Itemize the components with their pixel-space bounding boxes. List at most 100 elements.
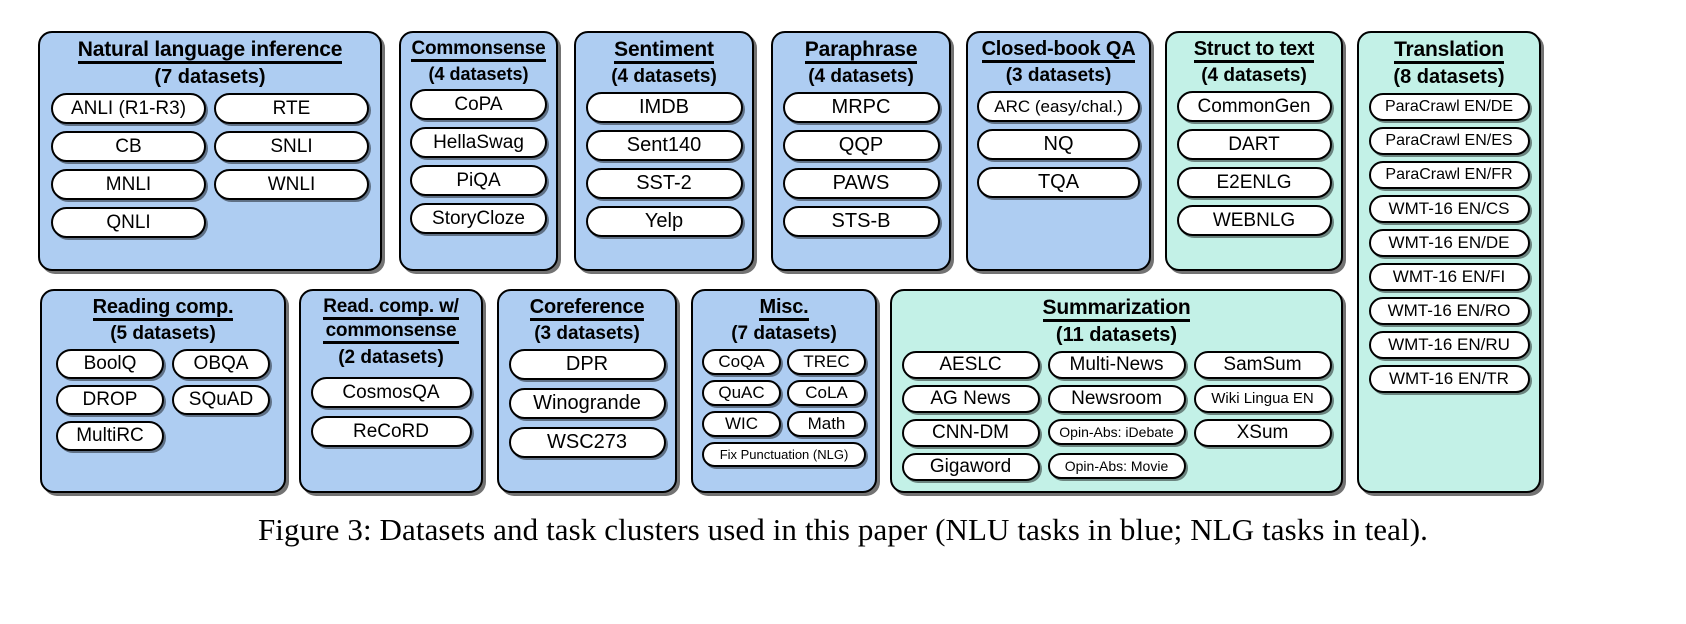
dataset-pill[interactable]: WMT-16 EN/RU — [1368, 330, 1530, 359]
dataset-pill[interactable]: WMT-16 EN/RO — [1368, 296, 1530, 325]
dataset-pill[interactable]: ParaCrawl EN/DE — [1368, 92, 1530, 121]
dataset-pill[interactable]: Sent140 — [585, 129, 743, 161]
dataset-pill[interactable]: E2ENLG — [1176, 166, 1332, 198]
dataset-pill[interactable]: WIC — [702, 410, 781, 437]
cluster-reading-comp: Reading comp. (5 datasets) BoolQ OBQA DR… — [40, 289, 286, 493]
dataset-pill[interactable]: Fix Punctuation (NLG) — [702, 441, 866, 467]
dataset-pill[interactable]: Multi-News — [1047, 350, 1186, 379]
cluster-subtitle: (2 datasets) — [338, 346, 444, 368]
dataset-pill[interactable]: ParaCrawl EN/FR — [1368, 160, 1530, 189]
cluster-title: Closed-book QA — [981, 39, 1136, 64]
dataset-pill[interactable]: QQP — [782, 129, 940, 161]
dataset-pill[interactable]: WSC273 — [508, 426, 666, 458]
dataset-pill[interactable]: WNLI — [214, 168, 369, 200]
dataset-pill[interactable]: WEBNLG — [1176, 204, 1332, 236]
figure-caption: Figure 3: Datasets and task clusters use… — [257, 512, 1429, 547]
dataset-pill[interactable]: STS-B — [782, 205, 940, 237]
dataset-pill-list: AESLC Multi-News SamSum AG News Newsroom… — [901, 350, 1332, 481]
dataset-pill[interactable]: DROP — [56, 384, 164, 415]
dataset-pill[interactable]: CosmosQA — [310, 377, 472, 409]
cluster-subtitle: (4 datasets) — [1201, 64, 1307, 86]
cluster-title: Reading comp. — [92, 297, 234, 322]
cluster-subtitle: (4 datasets) — [808, 65, 914, 87]
dataset-pill[interactable]: ANLI (R1-R3) — [51, 92, 206, 124]
dataset-pill[interactable]: CommonGen — [1176, 90, 1332, 122]
cluster-title: Read. comp. w/ commonsense — [323, 297, 459, 345]
dataset-pill[interactable]: CB — [51, 130, 206, 162]
dataset-pill[interactable]: XSum — [1193, 418, 1332, 447]
cluster-subtitle: (4 datasets) — [611, 65, 717, 87]
dataset-pill[interactable]: SNLI — [214, 130, 369, 162]
dataset-pill[interactable]: CNN-DM — [901, 418, 1040, 447]
dataset-pill[interactable]: AG News — [901, 384, 1040, 413]
cluster-title: Coreference — [529, 297, 644, 322]
cluster-subtitle: (5 datasets) — [110, 322, 216, 344]
dataset-pill-list: MRPC QQP PAWS STS-B — [782, 91, 940, 237]
dataset-pill[interactable]: Gigaword — [901, 452, 1040, 481]
dataset-pill[interactable]: DPR — [508, 348, 666, 380]
dataset-pill[interactable]: QuAC — [702, 379, 781, 406]
dataset-pill[interactable]: WMT-16 EN/CS — [1368, 194, 1530, 223]
dataset-pill-list: CoPA HellaSwag PiQA StoryCloze — [410, 88, 547, 234]
cluster-title: Translation — [1394, 39, 1504, 65]
cluster-sentiment: Sentiment (4 datasets) IMDB Sent140 SST-… — [574, 31, 754, 271]
cluster-title: Struct to text — [1193, 39, 1314, 64]
dataset-pill-list: ParaCrawl EN/DE ParaCrawl EN/ES ParaCraw… — [1368, 92, 1530, 393]
dataset-pill[interactable]: Opin-Abs: Movie — [1047, 452, 1186, 479]
dataset-pill[interactable]: HellaSwag — [410, 126, 547, 158]
dataset-pill[interactable]: Newsroom — [1047, 384, 1186, 413]
dataset-pill[interactable]: ReCoRD — [310, 416, 472, 448]
dataset-pill[interactable]: Yelp — [585, 205, 743, 237]
cluster-natural-language-inference: Natural language inference (7 datasets) … — [38, 31, 382, 271]
dataset-pill[interactable]: BoolQ — [56, 348, 164, 379]
dataset-pill[interactable]: Opin-Abs: iDebate — [1047, 418, 1186, 445]
dataset-pill[interactable]: AESLC — [901, 350, 1040, 379]
dataset-pill[interactable]: CoPA — [410, 88, 547, 120]
dataset-pill-list: ARC (easy/chal.) NQ TQA — [977, 90, 1140, 198]
dataset-pill[interactable]: RTE — [214, 92, 369, 124]
cluster-title: Summarization — [1042, 297, 1191, 323]
dataset-pill[interactable]: StoryCloze — [410, 202, 547, 234]
dataset-pill[interactable]: WMT-16 EN/DE — [1368, 228, 1530, 257]
dataset-pill[interactable]: TQA — [977, 166, 1140, 198]
dataset-pill-list: ANLI (R1-R3) RTE CB SNLI MNLI WNLI QNLI — [49, 92, 371, 238]
cluster-closed-book-qa: Closed-book QA (3 datasets) ARC (easy/ch… — [966, 31, 1151, 271]
cluster-subtitle: (7 datasets) — [154, 65, 266, 88]
dataset-pill[interactable]: Wiki Lingua EN — [1193, 384, 1332, 413]
cluster-coreference: Coreference (3 datasets) DPR Winogrande … — [497, 289, 677, 493]
cluster-misc: Misc. (7 datasets) CoQA TREC QuAC CoLA W… — [691, 289, 877, 493]
cluster-summarization: Summarization (11 datasets) AESLC Multi-… — [890, 289, 1343, 493]
dataset-pill[interactable]: QNLI — [51, 206, 206, 238]
dataset-pill-list: CosmosQA ReCoRD — [310, 377, 472, 448]
cluster-title: Commonsense — [411, 39, 546, 63]
cluster-subtitle: (7 datasets) — [731, 322, 837, 344]
dataset-pill[interactable]: PiQA — [410, 164, 547, 196]
dataset-pill[interactable]: IMDB — [585, 91, 743, 123]
dataset-pill[interactable]: Winogrande — [508, 387, 666, 419]
dataset-pill[interactable]: ARC (easy/chal.) — [977, 90, 1140, 122]
dataset-pill[interactable]: MultiRC — [56, 420, 164, 451]
cluster-title: Paraphrase — [804, 39, 917, 65]
dataset-pill[interactable]: WMT-16 EN/TR — [1368, 364, 1530, 393]
dataset-pill[interactable]: WMT-16 EN/FI — [1368, 262, 1530, 291]
dataset-pill[interactable]: CoQA — [702, 348, 781, 375]
cluster-title: Sentiment — [614, 39, 714, 65]
dataset-pill[interactable]: MRPC — [782, 91, 940, 123]
dataset-pill[interactable]: DART — [1176, 128, 1332, 160]
dataset-pill[interactable]: MNLI — [51, 168, 206, 200]
dataset-pill[interactable]: SQuAD — [172, 384, 270, 415]
dataset-pill[interactable]: SamSum — [1193, 350, 1332, 379]
dataset-pill[interactable]: NQ — [977, 128, 1140, 160]
cluster-subtitle: (3 datasets) — [534, 322, 640, 344]
dataset-pill[interactable]: TREC — [787, 348, 866, 375]
cluster-translation: Translation (8 datasets) ParaCrawl EN/DE… — [1357, 31, 1541, 493]
dataset-pill-list: CommonGen DART E2ENLG WEBNLG — [1176, 90, 1332, 236]
dataset-pill[interactable]: Math — [787, 410, 866, 437]
dataset-pill[interactable]: SST-2 — [585, 167, 743, 199]
dataset-pill[interactable]: OBQA — [172, 348, 270, 379]
dataset-pill[interactable]: ParaCrawl EN/ES — [1368, 126, 1530, 155]
dataset-pill[interactable]: PAWS — [782, 167, 940, 199]
dataset-pill[interactable]: CoLA — [787, 379, 866, 406]
cluster-paraphrase: Paraphrase (4 datasets) MRPC QQP PAWS ST… — [771, 31, 951, 271]
